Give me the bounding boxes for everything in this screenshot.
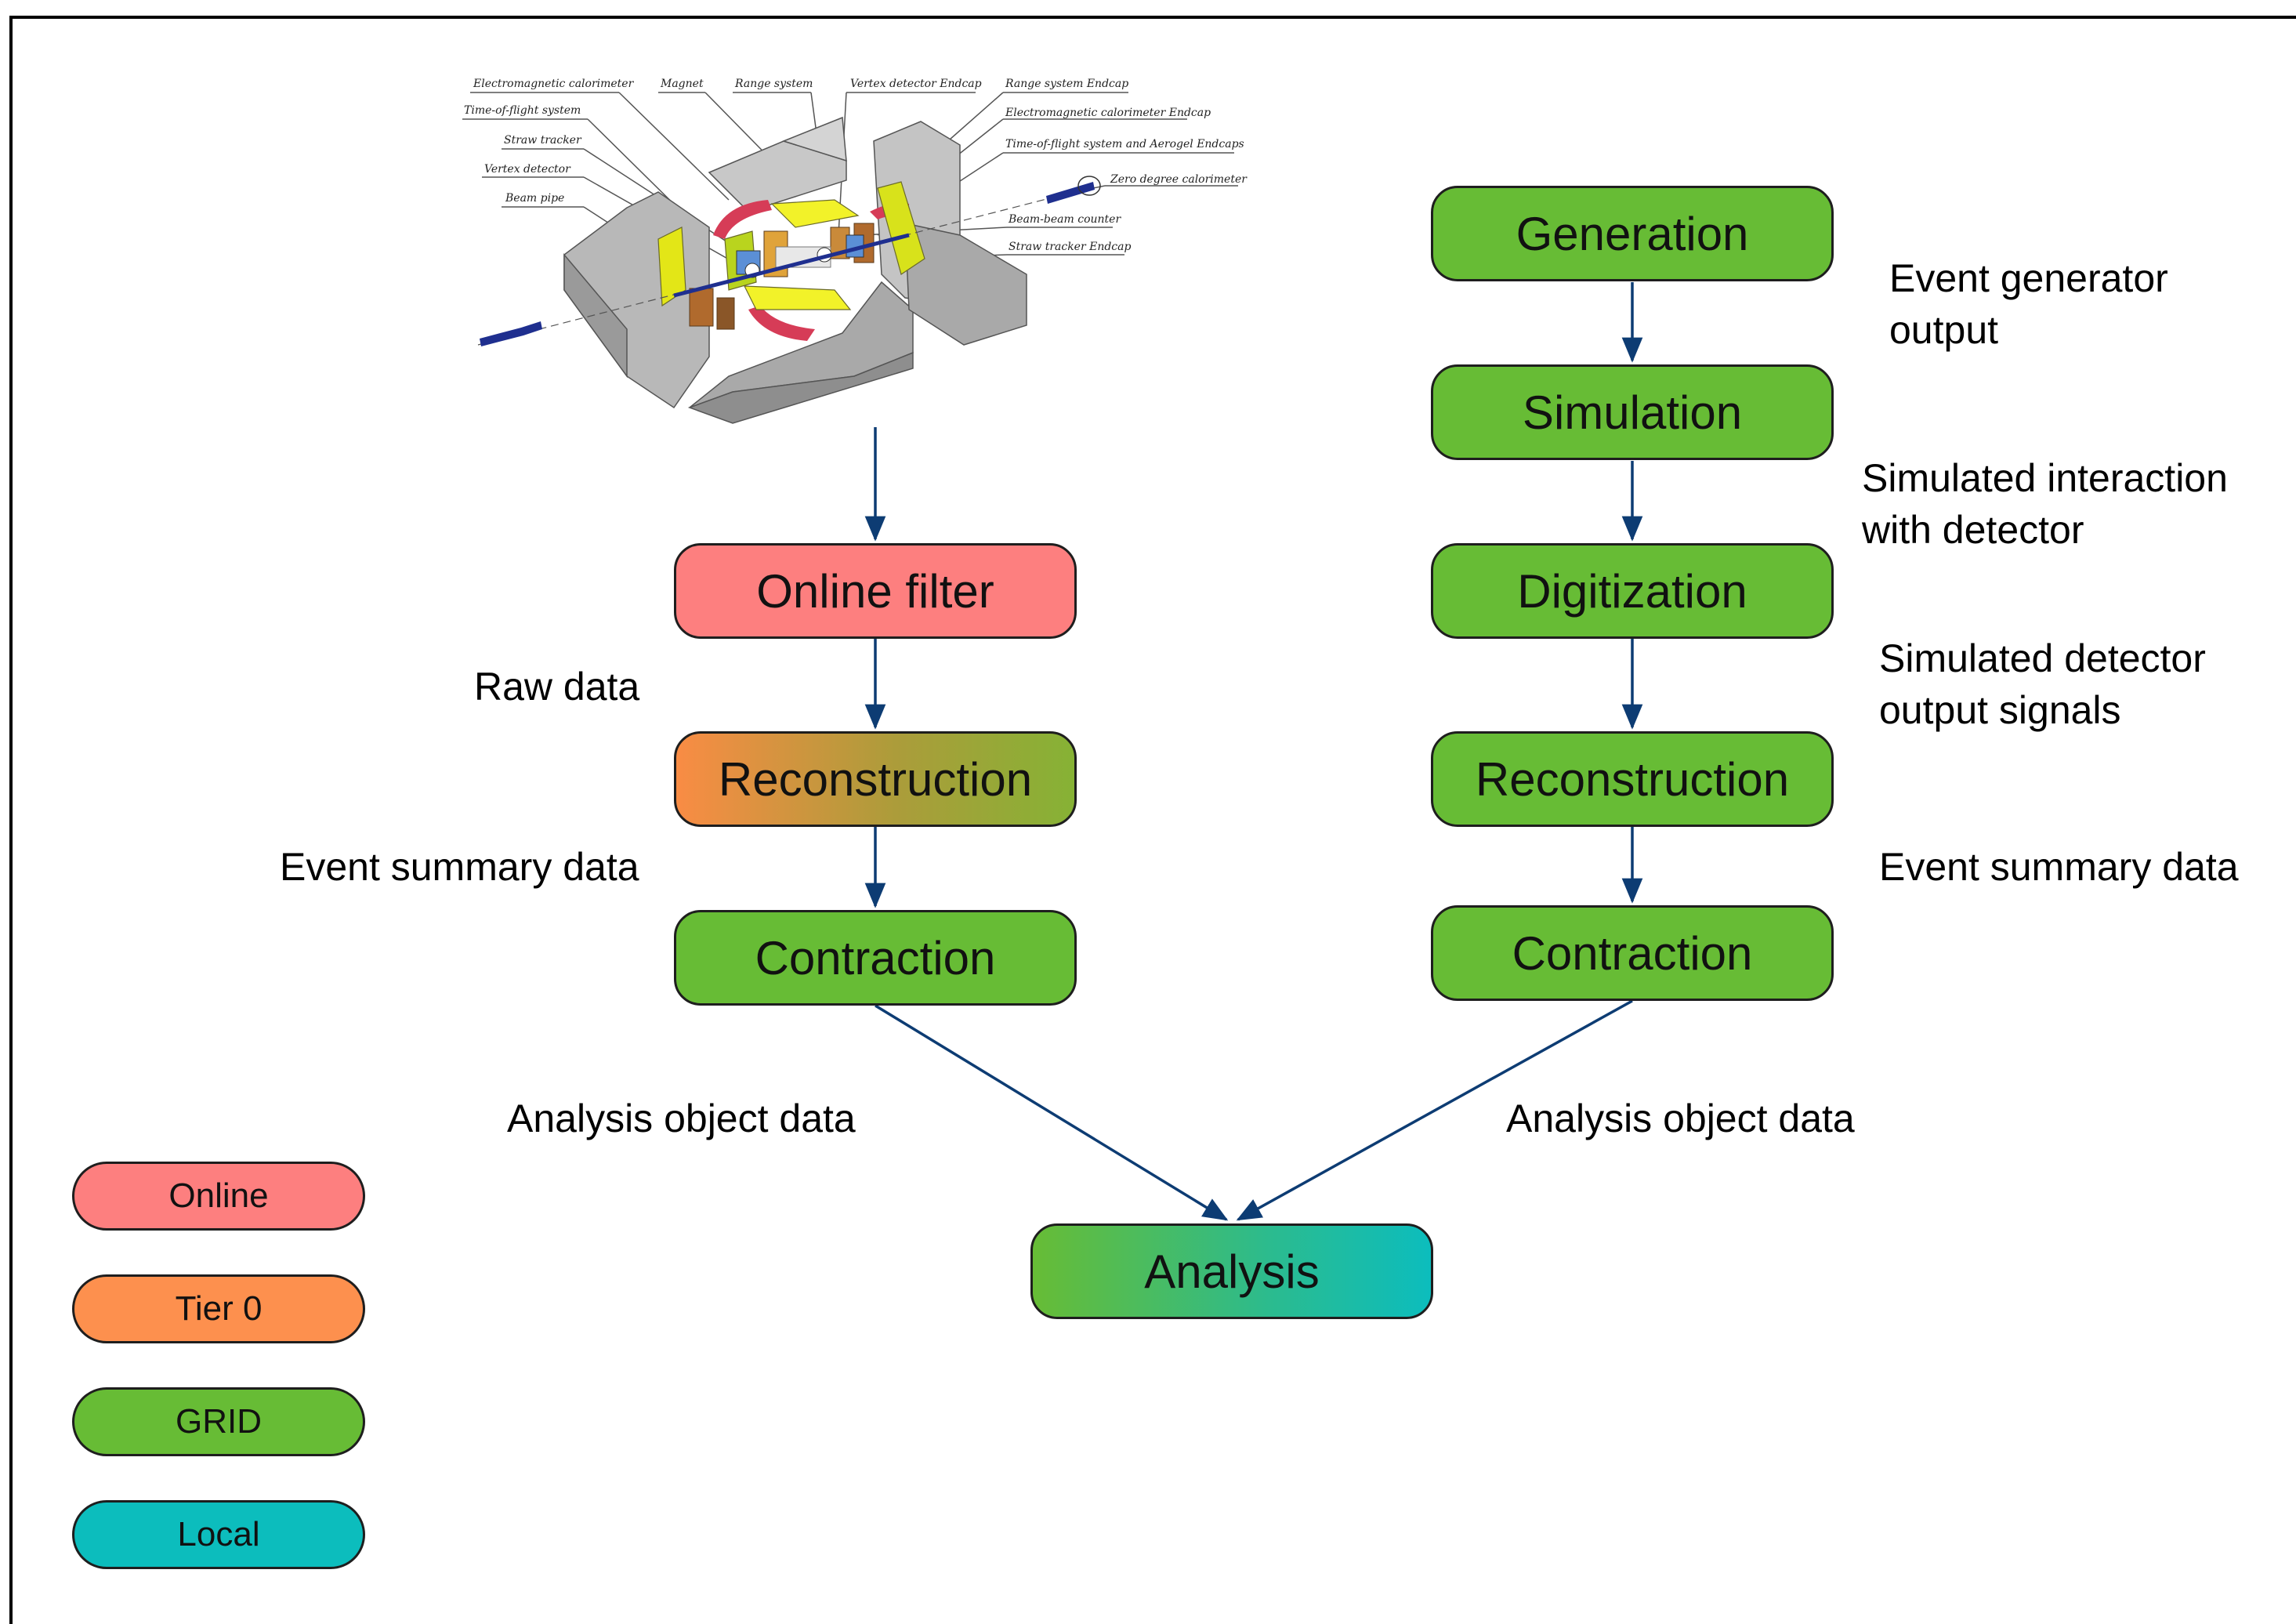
label-vertex-detector-endcap: Vertex detector Endcap bbox=[850, 78, 982, 90]
digitization-box: Digitization bbox=[1431, 543, 1834, 639]
flow-arrows bbox=[864, 282, 1643, 1221]
label-zero-degree-calorimeter: Zero degree calorimeter bbox=[1110, 173, 1247, 186]
label-time-of-flight-system: Time-of-flight system bbox=[464, 104, 581, 117]
label-electromagnetic-calorimeter-endcap: Electromagnetic calorimeter Endcap bbox=[1005, 107, 1211, 119]
label-straw-tracker-endcap: Straw tracker Endcap bbox=[1009, 241, 1132, 253]
label-tof-aerogel-endcaps: Time-of-flight system and Aerogel Endcap… bbox=[1005, 138, 1244, 150]
arrow-left-contraction-to-analysis bbox=[875, 1004, 1229, 1221]
label-electromagnetic-calorimeter: Electromagnetic calorimeter bbox=[473, 78, 634, 90]
left-contraction-box: Contraction bbox=[674, 910, 1077, 1006]
legend-grid: GRID bbox=[72, 1387, 365, 1456]
legend-local: Local bbox=[72, 1500, 365, 1569]
right-analysis-object-data-label: Analysis object data bbox=[1506, 1097, 1855, 1140]
right-contraction-box: Contraction bbox=[1431, 905, 1834, 1001]
right-reconstruction-box: Reconstruction bbox=[1431, 731, 1834, 827]
left-analysis-object-data-label: Analysis object data bbox=[507, 1097, 856, 1140]
label-range-system: Range system bbox=[735, 78, 813, 90]
legend-tier0: Tier 0 bbox=[72, 1274, 365, 1343]
simulated-detector-output-label: Simulated detector output signals bbox=[1879, 636, 2206, 732]
detector-yoke bbox=[563, 116, 1027, 424]
event-generator-output-label: Event generator output bbox=[1889, 256, 2168, 352]
diagram-frame bbox=[9, 16, 2296, 1624]
generation-box: Generation bbox=[1431, 186, 1834, 281]
label-straw-tracker: Straw tracker bbox=[504, 134, 581, 147]
simulation-box: Simulation bbox=[1431, 364, 1834, 460]
label-magnet: Magnet bbox=[661, 78, 704, 90]
raw-data-label: Raw data bbox=[474, 665, 640, 709]
label-beam-beam-counter: Beam-beam counter bbox=[1009, 213, 1121, 226]
label-vertex-detector: Vertex detector bbox=[484, 163, 570, 176]
label-beam-pipe: Beam pipe bbox=[505, 192, 565, 205]
arrow-right-contraction-to-analysis bbox=[1236, 999, 1633, 1221]
simulated-interaction-label: Simulated interaction with detector bbox=[1862, 456, 2228, 552]
left-event-summary-data-label: Event summary data bbox=[280, 845, 639, 889]
online-filter-box: Online filter bbox=[674, 543, 1077, 639]
analysis-box: Analysis bbox=[1030, 1223, 1433, 1319]
label-range-system-endcap: Range system Endcap bbox=[1005, 78, 1129, 90]
detector-illustration bbox=[462, 92, 1238, 424]
beam-pipe bbox=[477, 176, 1101, 346]
right-event-summary-data-label: Event summary data bbox=[1879, 845, 2239, 889]
legend-online: Online bbox=[72, 1162, 365, 1231]
left-reconstruction-box: Reconstruction bbox=[674, 731, 1077, 827]
